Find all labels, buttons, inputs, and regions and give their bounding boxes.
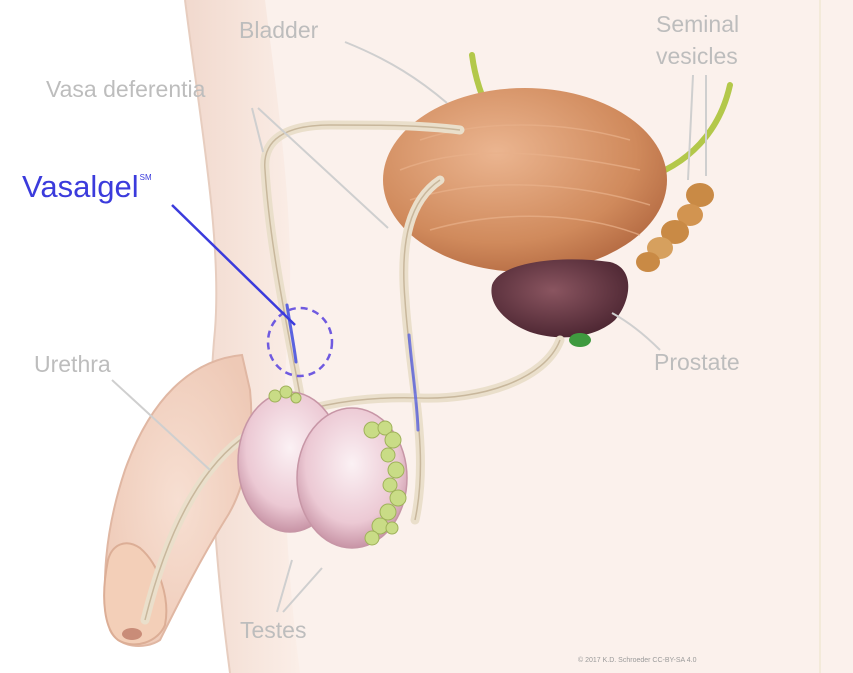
- label-urethra: Urethra: [34, 352, 111, 377]
- label-bladder: Bladder: [239, 18, 318, 43]
- service-mark: SM: [140, 173, 152, 182]
- bladder: [383, 88, 667, 272]
- image-credit: © 2017 K.D. Schroeder CC-BY-SA 4.0: [578, 657, 697, 664]
- label-vasa-deferentia: Vasa deferentia: [46, 77, 205, 102]
- label-seminal-vesicles-line1: Seminal: [656, 12, 739, 37]
- label-prostate: Prostate: [654, 350, 740, 375]
- label-testes: Testes: [240, 618, 306, 643]
- label-seminal-vesicles-line2: vesicles: [656, 44, 738, 69]
- label-vasalgel: VasalgelSM: [22, 170, 152, 204]
